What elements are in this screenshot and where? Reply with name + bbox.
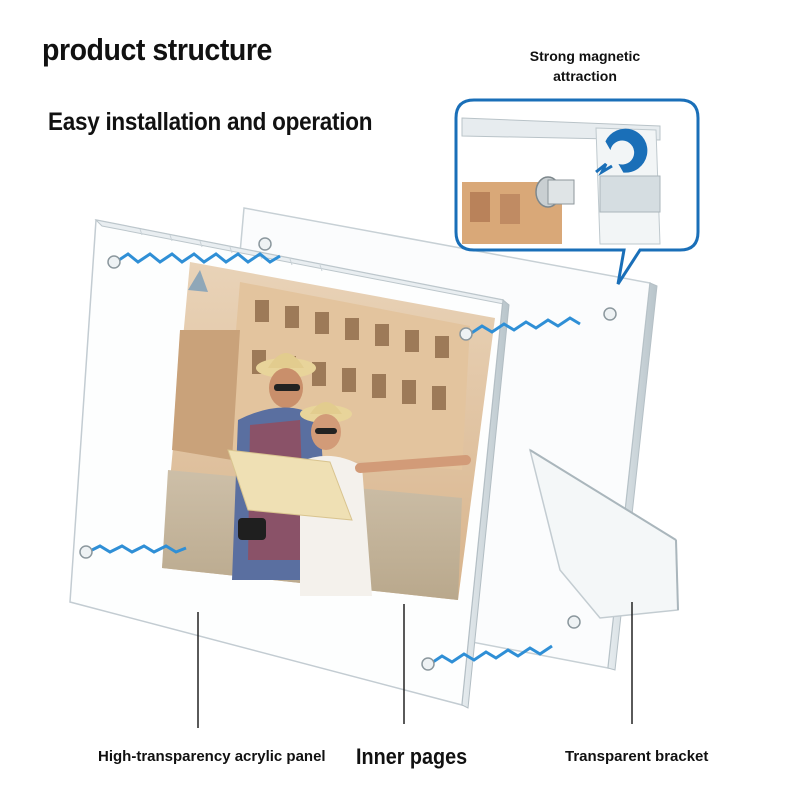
couple-in-photo	[227, 353, 471, 596]
magnet-dots	[79, 237, 617, 671]
label-leader-lines	[197, 602, 633, 728]
transparent-bracket	[528, 448, 679, 619]
magnet-connectors-front	[87, 252, 581, 666]
callout-title: Strong magnetic attraction	[529, 48, 641, 84]
label-transparent-bracket: Transparent bracket	[565, 748, 709, 765]
callout-closeup	[461, 117, 661, 245]
page-subtitle: Easy installation and operation	[48, 108, 373, 136]
label-inner-pages: Inner pages	[356, 744, 468, 769]
magnet-icon	[595, 128, 648, 176]
page-title: product structure	[42, 32, 272, 67]
inner-photo-page	[162, 262, 495, 600]
label-acrylic-panel: High-transparency acrylic panel	[98, 748, 326, 765]
magnetic-callout-bubble	[454, 98, 700, 285]
